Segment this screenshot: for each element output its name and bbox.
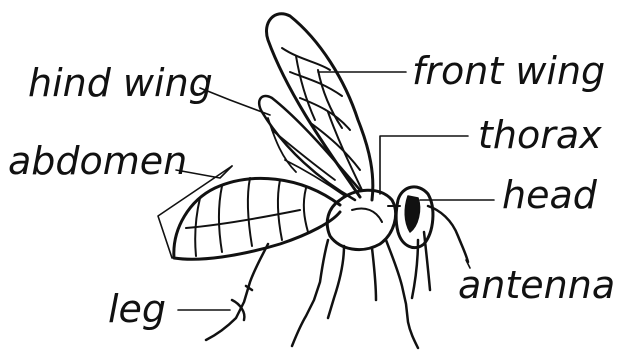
- label-head: head: [502, 176, 597, 214]
- label-front-wing: front wing: [412, 52, 605, 90]
- abdomen-body: [174, 178, 340, 259]
- label-hind-wing: hind wing: [28, 64, 213, 102]
- label-thorax: thorax: [478, 116, 602, 154]
- hind-wing: [259, 96, 360, 200]
- label-antenna: antenna: [458, 266, 615, 304]
- label-leg: leg: [108, 290, 166, 328]
- label-abdomen: abdomen: [8, 142, 187, 180]
- legs: [206, 240, 418, 348]
- head-body: [388, 187, 433, 248]
